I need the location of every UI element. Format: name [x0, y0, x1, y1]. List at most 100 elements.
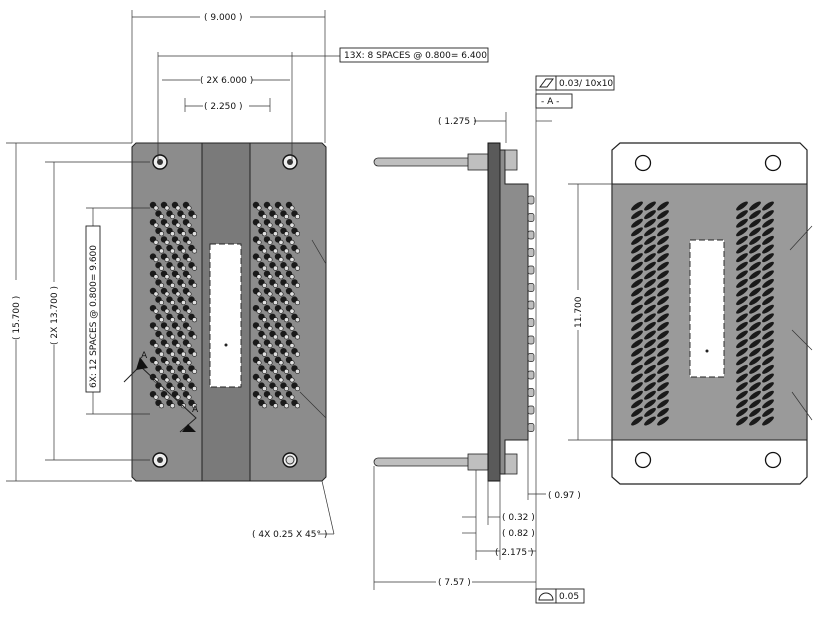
- rear-contact: [644, 373, 656, 383]
- rear-contact: [657, 278, 669, 288]
- contact-pin: [269, 399, 278, 409]
- rear-contact: [644, 278, 656, 288]
- rear-contact: [749, 227, 761, 237]
- contact-pin: [263, 339, 273, 349]
- contact-pin: [258, 399, 267, 409]
- contact-pin: [252, 253, 262, 263]
- contact-pin: [280, 330, 289, 340]
- contact-pin: [269, 210, 278, 220]
- contact-pin: [182, 201, 192, 211]
- rear-contact: [631, 304, 643, 314]
- dim-082-label: ( 0.82 ): [502, 529, 535, 539]
- rear-contact: [762, 270, 774, 280]
- rear-contact: [736, 313, 748, 323]
- dim-overall-width-label: ( 9.000 ): [204, 13, 243, 23]
- mounting-hole-bottom-right: [282, 452, 298, 468]
- rear-contact: [749, 321, 761, 331]
- contact-pin: [188, 365, 198, 374]
- rear-contact: [762, 330, 774, 340]
- contact-pin: [188, 313, 198, 323]
- dim-flange-depth-label: ( 1.275 ): [438, 117, 477, 127]
- rear-contact: [657, 373, 669, 383]
- rear-contact: [749, 339, 761, 349]
- rear-contact: [749, 364, 761, 374]
- rear-contact: [736, 235, 748, 245]
- contact-pin: [166, 348, 176, 357]
- rear-contact: [631, 235, 643, 245]
- contact-pin: [171, 219, 181, 228]
- rear-contact: [644, 313, 656, 323]
- rear-contact: [749, 399, 761, 409]
- side-contact-tooth: [527, 195, 535, 205]
- contact-pin: [160, 373, 170, 383]
- dim-2175-label: ( 2.175 ): [495, 548, 534, 558]
- rear-hole-top-right: [764, 154, 782, 172]
- contact-pin: [166, 279, 176, 288]
- contact-pin: [280, 348, 289, 357]
- side-contact-tooth: [527, 405, 535, 415]
- dim-right-height: 11.700: [568, 183, 612, 441]
- contact-pin: [280, 365, 289, 374]
- rear-contact: [631, 399, 643, 409]
- rear-contact: [762, 416, 774, 426]
- contact-pin: [269, 348, 278, 357]
- dim-spacing-6x: 6X: 12 SPACES @ 0.800= 9.600: [85, 207, 150, 415]
- rear-right-contact-array: [736, 201, 774, 426]
- contact-pin: [252, 219, 262, 228]
- contact-pin: [160, 305, 170, 314]
- flatness-value: 0.03/ 10x10: [559, 79, 613, 89]
- side-contact-tooth: [527, 213, 535, 222]
- rear-contact: [644, 339, 656, 349]
- rear-contact: [762, 339, 774, 349]
- contact-pin: [263, 322, 273, 331]
- rear-contact: [736, 364, 748, 374]
- rear-contact: [644, 235, 656, 245]
- rear-contact: [644, 210, 656, 220]
- rear-contact: [631, 227, 643, 237]
- rear-contact: [657, 330, 669, 340]
- side-contact-tooth: [527, 353, 535, 362]
- contact-pin: [188, 382, 198, 392]
- contact-pin: [177, 330, 187, 340]
- rear-contact: [631, 287, 643, 297]
- contact-pin: [252, 305, 262, 314]
- rear-contact: [644, 227, 656, 237]
- contact-pin: [160, 356, 170, 366]
- contact-pin: [155, 365, 165, 374]
- contact-pin: [280, 244, 289, 254]
- rear-contact: [762, 218, 774, 228]
- side-contact-tooth: [527, 388, 535, 397]
- contact-pin: [285, 339, 295, 349]
- rear-contact: [657, 356, 669, 366]
- contact-pin: [160, 253, 170, 263]
- contact-pin: [274, 270, 284, 280]
- rear-contact: [644, 330, 656, 340]
- rear-contact: [736, 218, 748, 228]
- contact-pin: [280, 262, 289, 271]
- dim-overall-height-label: ( 15.700 ): [12, 296, 22, 340]
- contact-pin: [252, 356, 262, 366]
- rear-contact: [749, 356, 761, 366]
- rear-contact: [657, 321, 669, 331]
- contact-pin: [269, 227, 278, 237]
- rear-contact: [762, 287, 774, 297]
- contact-pin: [155, 313, 165, 323]
- rear-contact: [736, 416, 748, 426]
- rear-contact: [631, 373, 643, 383]
- contact-pin: [258, 262, 267, 271]
- rear-contact: [762, 390, 774, 400]
- rear-contact: [644, 347, 656, 357]
- rear-contact: [749, 416, 761, 426]
- rear-contact: [657, 364, 669, 374]
- right-contact-array: [252, 201, 300, 409]
- contact-pin: [188, 296, 198, 306]
- contact-pin: [291, 365, 300, 374]
- contact-pin: [160, 339, 170, 349]
- contact-pin: [252, 287, 262, 297]
- contact-pin: [171, 356, 181, 366]
- contact-pin: [188, 262, 198, 271]
- contact-pin: [285, 287, 295, 297]
- contact-pin: [166, 244, 176, 254]
- rear-contact: [631, 407, 643, 417]
